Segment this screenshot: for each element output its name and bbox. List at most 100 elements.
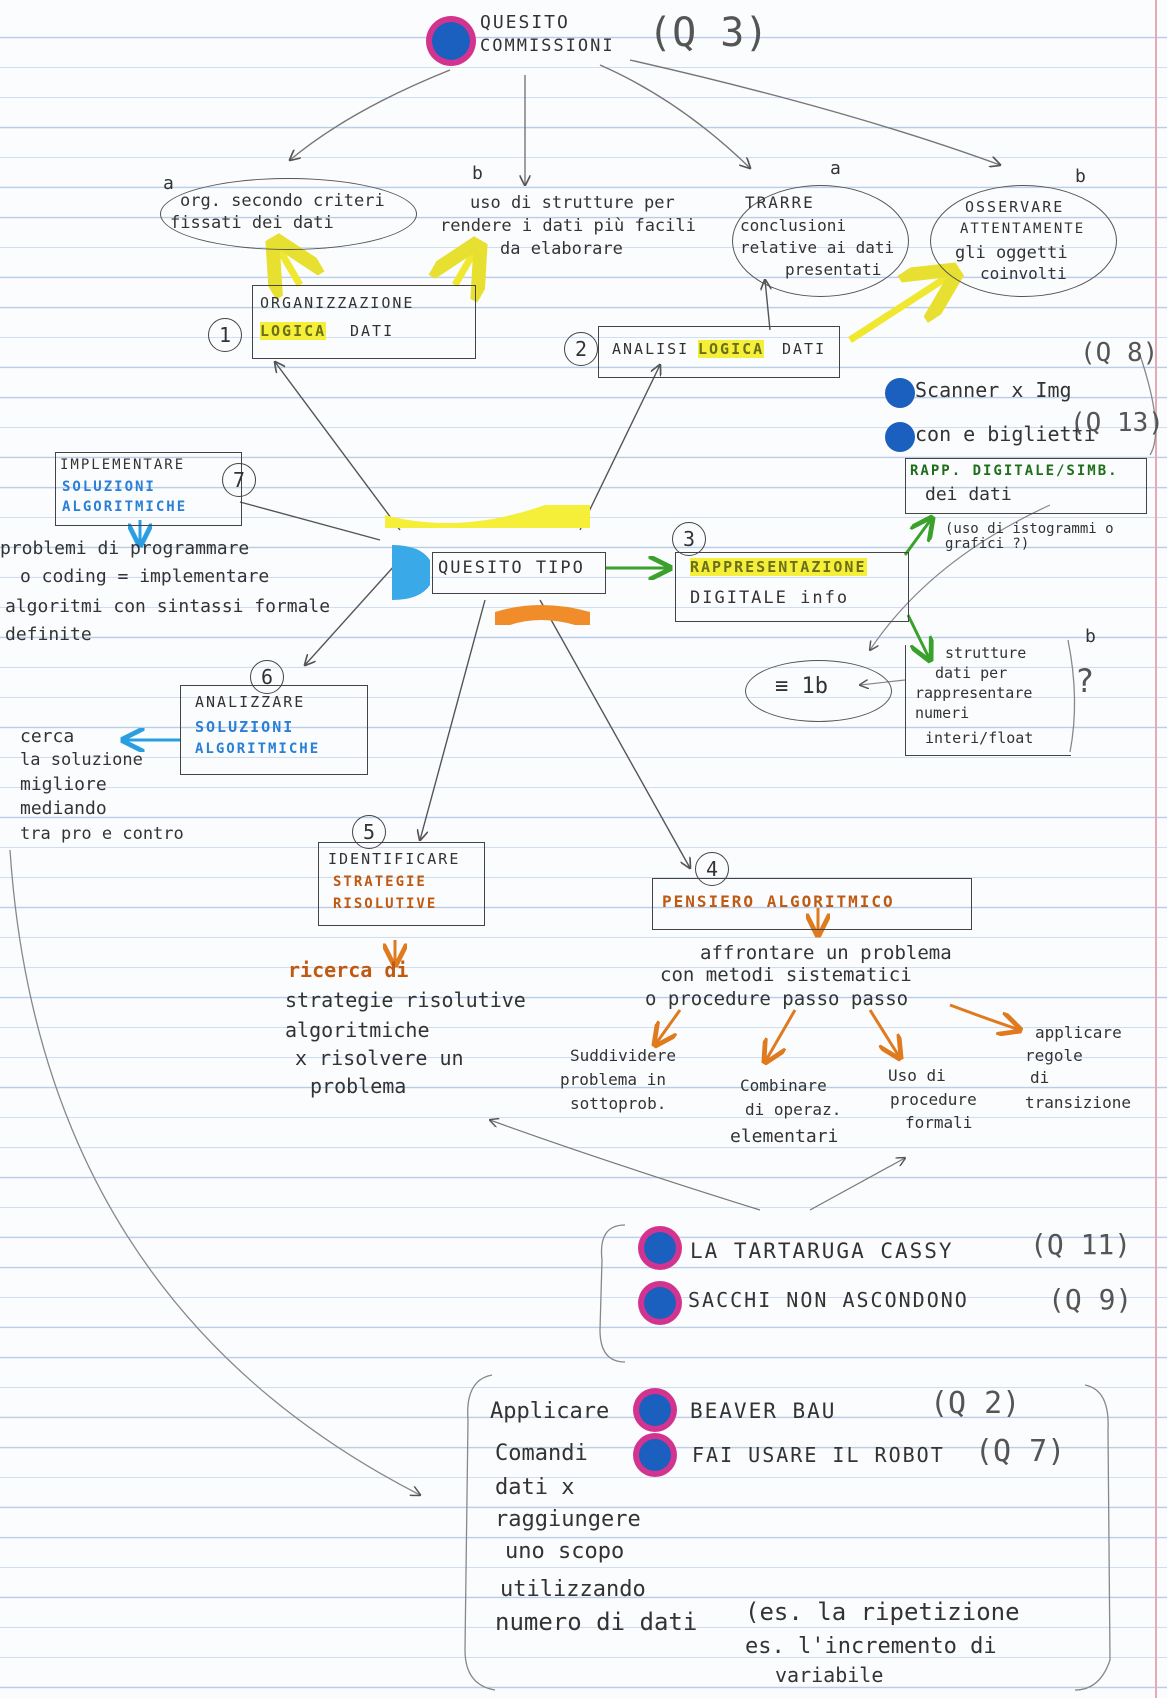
anal-text2: la soluzione: [20, 750, 143, 770]
node1-number: 1: [208, 318, 242, 352]
algo-text3: o procedure passo passo: [645, 988, 909, 1010]
impl-text3: algoritmi con sintassi formale: [5, 596, 331, 617]
bottom-text2: Comandi: [495, 1441, 588, 1466]
rep-b-line2: dati per: [935, 664, 1008, 682]
algo-sub3b: procedure: [890, 1090, 977, 1109]
algo-sub4a: applicare: [1035, 1023, 1122, 1042]
node7-line3: ALGORITMICHE: [62, 499, 188, 515]
node2-keyword: LOGICA: [698, 340, 765, 358]
node4-number: 4: [695, 852, 729, 886]
rep-b-line3: rappresentare: [915, 684, 1033, 702]
bottom-text8: (es. la ripetizione: [745, 1598, 1020, 1626]
scanner-dot-icon: [885, 378, 915, 408]
impl-text2: o coding = implementare: [20, 566, 270, 587]
strat-text2: strategie risolutive: [285, 988, 526, 1012]
bubble-a2-text2: conclusioni: [740, 216, 846, 235]
example3-dot-icon: [635, 1390, 675, 1430]
bubble-b1-text3: da elaborare: [500, 239, 623, 259]
bubble-a1-text1: org. secondo criteri: [180, 191, 385, 211]
node4-line1: PENSIERO ALGORITMICO: [662, 892, 895, 911]
node1-line3: DATI: [350, 322, 395, 340]
equiv-bubble: [745, 660, 892, 722]
node6-line2: SOLUZIONI: [195, 718, 295, 736]
biglietti-dot-icon: [885, 422, 915, 452]
example4-ref: (Q 7): [975, 1434, 1066, 1469]
node2-line1: ANALISI: [612, 340, 690, 358]
node6-number: 6: [250, 660, 284, 694]
equiv-text: ≡ 1b: [775, 674, 828, 699]
node1-keyword: LOGICA: [260, 322, 327, 340]
strat-keyword: ricerca di: [288, 958, 409, 982]
rep-b-question: ?: [1075, 662, 1095, 700]
bubble-a1-tag: a: [163, 173, 174, 194]
bottom-text7: numero di dati: [495, 1608, 698, 1636]
node7-line2: SOLUZIONI: [62, 479, 156, 495]
impl-text4: definite: [5, 624, 92, 645]
node7-line1: IMPLEMENTARE: [60, 457, 186, 473]
node5-number: 5: [352, 815, 386, 849]
node5-line1: IDENTIFICARE: [328, 850, 461, 868]
anal-text5: tra pro e contro: [20, 824, 184, 844]
example2-ref: (Q 9): [1048, 1283, 1133, 1316]
bubble-a2-text3: relative ai dati: [740, 238, 895, 257]
title-line1: QUESITO: [480, 12, 570, 33]
center-box: [432, 552, 606, 594]
node1-line1: ORGANIZZAZIONE: [260, 294, 415, 312]
bottom-text4: raggiungere: [495, 1507, 641, 1532]
node5-line2: STRATEGIE: [333, 874, 427, 890]
algo-text2: con metodi sistematici: [660, 964, 912, 986]
algo-sub1a: Suddividere: [570, 1046, 676, 1065]
strat-text4: x risolvere un: [295, 1046, 464, 1070]
rep-a-line1: RAPP. DIGITALE/SIMB.: [910, 463, 1119, 479]
strat-text5: problema: [310, 1074, 407, 1098]
bubble-a1-text2: fissati dei dati: [170, 213, 334, 233]
bubble-b2-text3: gli oggetti: [955, 243, 1068, 263]
node3-line1: RAPPRESENTAZIONE: [690, 558, 867, 576]
title-ref: (Q 3): [648, 10, 769, 56]
bottom-text9: es. l'incremento di: [745, 1634, 997, 1659]
example1-ref: (Q 11): [1030, 1228, 1132, 1261]
node3-box: [675, 552, 909, 622]
anal-text4: mediando: [20, 798, 107, 819]
algo-sub4d: transizione: [1025, 1093, 1131, 1112]
node5-box: [318, 842, 485, 926]
algo-sub1b: problema in: [560, 1070, 666, 1089]
bubble-b2-text1: OSSERVARE: [965, 198, 1065, 216]
strat-text3: algoritmiche: [285, 1018, 430, 1042]
rep-a-paren: (uso di istogrammi o grafici ?): [945, 521, 1114, 552]
impl-text1: problemi di programmare: [0, 538, 250, 559]
node7-number: 7: [222, 463, 256, 497]
node2-line3: DATI: [782, 340, 827, 358]
node2-number: 2: [564, 332, 598, 366]
bubble-b1-tag: b: [472, 163, 483, 184]
algo-sub3c: formali: [905, 1113, 973, 1132]
node6-box: [180, 685, 368, 775]
rep-b-line5: interi/float: [925, 729, 1034, 747]
biglietti-text: con e biglietti: [915, 422, 1096, 446]
bubble-a1: [160, 178, 417, 250]
bubble-a2-tag: a: [830, 158, 841, 179]
bottom-text10: variabile: [775, 1663, 884, 1687]
algo-sub2b: di operaz.: [745, 1100, 842, 1119]
example2-dot-icon: [640, 1283, 680, 1323]
title-line2: COMMISSIONI: [480, 36, 615, 56]
rep-a-box: [905, 458, 1147, 514]
bubble-b2-text2: ATTENTAMENTE: [960, 221, 1086, 237]
bottom-text5: uno scopo: [505, 1539, 625, 1564]
example1-dot-icon: [640, 1228, 680, 1268]
bubble-b1-text1: uso di strutture per: [470, 193, 675, 213]
anal-text3: migliore: [20, 774, 107, 795]
bubble-b2-text4: coinvolti: [980, 264, 1067, 283]
bubble-b2-tag: b: [1075, 166, 1086, 187]
node1-box: [252, 285, 476, 359]
rep-b-box: [905, 645, 1071, 756]
rep-b-line4: numeri: [915, 704, 970, 722]
bottom-text3: dati x: [495, 1475, 575, 1500]
bubble-a2-text4: presentati: [785, 260, 882, 279]
bubble-a2-text1: TRARRE: [745, 193, 815, 212]
algo-sub2a: Combinare: [740, 1076, 827, 1095]
example2-name: SACCHI NON ASCONDONO: [688, 1288, 969, 1312]
algo-sub2c: elementari: [730, 1126, 839, 1147]
algo-sub1c: sottoprob.: [570, 1094, 667, 1113]
